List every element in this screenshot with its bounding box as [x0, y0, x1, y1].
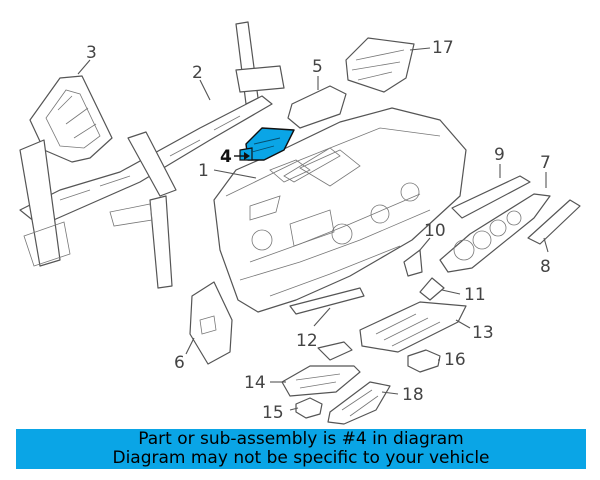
- callout-16: 16: [444, 350, 466, 370]
- part-12-lower-trim: [289, 287, 365, 315]
- part-4-arrow: [234, 152, 250, 160]
- callout-4: 4: [220, 147, 232, 167]
- callout-3: 3: [86, 43, 97, 63]
- part-1-instrument-panel: [213, 107, 467, 313]
- part-9-trim-strip: [451, 175, 531, 219]
- part-15-clip: [295, 397, 323, 419]
- part-16-module: [407, 349, 441, 373]
- callout-14: 14: [244, 373, 266, 393]
- part-8-side-trim: [527, 199, 581, 245]
- part-14-lower-bracket: [281, 341, 361, 397]
- callout-13: 13: [472, 323, 494, 343]
- callout-18: 18: [402, 385, 424, 405]
- leader-lines: [77, 47, 549, 411]
- part-10-bracket: [403, 249, 423, 277]
- part-3-side-bracket: [29, 75, 113, 163]
- part-5-top-trim: [287, 85, 347, 129]
- callout-11: 11: [464, 285, 486, 305]
- callout-labels: 3 2 5 17 1 4 9 7 8 10 11 12 13 6 16 14 1…: [86, 38, 551, 423]
- info-banner: Part or sub-assembly is #4 in diagram Di…: [16, 429, 586, 469]
- callout-9: 9: [494, 145, 505, 165]
- banner-line-1: Part or sub-assembly is #4 in diagram: [138, 429, 464, 449]
- part-2-cross-car-beam: [19, 21, 285, 289]
- callout-10: 10: [424, 221, 446, 241]
- part-7-cluster-bezel: [439, 193, 551, 273]
- callout-15: 15: [262, 403, 284, 423]
- part-18-duct: [327, 381, 391, 425]
- callout-1: 1: [198, 161, 209, 181]
- parts-diagram: 3 2 5 17 1 4 9 7 8 10 11 12 13 6 16 14 1…: [19, 21, 581, 425]
- callout-5: 5: [312, 57, 323, 77]
- part-6-end-cap: [189, 281, 233, 365]
- callout-7: 7: [540, 153, 551, 173]
- callout-2: 2: [192, 63, 203, 83]
- callout-6: 6: [174, 353, 185, 373]
- part-17-airbag-module: [345, 37, 415, 93]
- callout-17: 17: [432, 38, 454, 58]
- callout-12: 12: [296, 331, 318, 351]
- callout-8: 8: [540, 257, 551, 277]
- part-11-bracket: [419, 277, 445, 301]
- part-13-lower-panel: [359, 301, 467, 353]
- banner-line-2: Diagram may not be specific to your vehi…: [112, 448, 490, 468]
